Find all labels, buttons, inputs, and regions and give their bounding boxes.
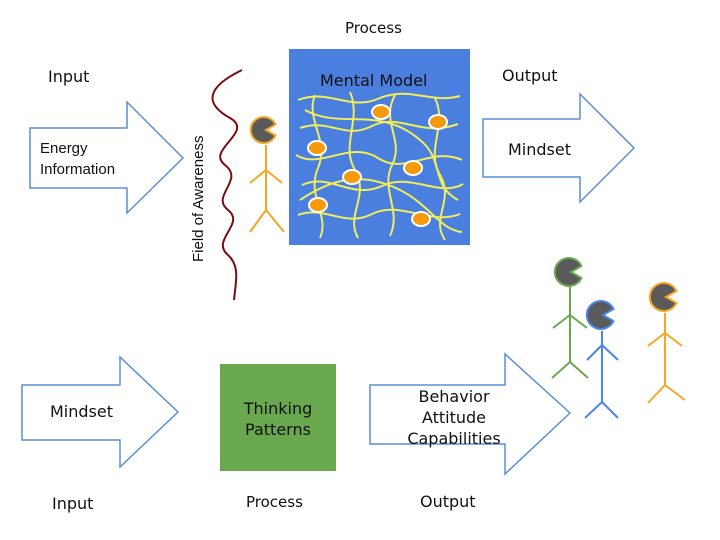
thinking-patterns-line-1: Thinking: [243, 399, 313, 418]
bottom-input-arrow-label: Mindset: [50, 402, 113, 421]
bottom-output-arrow-line-2: Attitude: [422, 408, 486, 427]
top-input-arrow-line-2: Information: [40, 161, 115, 178]
top-input-label: Input: [48, 67, 89, 86]
bottom-output-label: Output: [420, 492, 476, 511]
top-input-arrow: [29, 100, 185, 215]
bottom-output-arrow: [369, 352, 572, 476]
bottom-output-arrow-line-1: Behavior: [418, 387, 489, 406]
awareness-wave: [211, 69, 243, 301]
bottom-input-arrow: [21, 355, 180, 469]
top-output-arrow-label: Mindset: [508, 140, 571, 159]
green-figure: [551, 287, 589, 379]
thinking-patterns-box: [220, 364, 336, 471]
orange-figure-head-icon: [648, 282, 678, 312]
blue-figure: [584, 331, 619, 419]
top-input-arrow-line-1: Energy: [40, 140, 88, 157]
blue-figure-head-icon: [585, 300, 615, 330]
bottom-output-arrow-line-3: Capabilities: [407, 429, 500, 448]
field-of-awareness-label: Field of Awareness: [190, 136, 207, 262]
top-process-label: Process: [345, 19, 402, 37]
thinking-patterns-line-2: Patterns: [245, 420, 311, 439]
mental-model-threads: [295, 91, 464, 241]
orange-figure: [647, 313, 686, 404]
observer-head-icon: [249, 116, 277, 144]
mental-model-title: Mental Model: [320, 71, 427, 90]
top-output-label: Output: [502, 66, 558, 85]
observer-figure: [249, 145, 285, 233]
green-figure-head-icon: [553, 257, 583, 287]
mental-model-nodes: [307, 104, 448, 227]
bottom-process-label: Process: [246, 493, 303, 511]
bottom-input-label: Input: [52, 494, 93, 513]
top-output-arrow: [482, 92, 636, 204]
